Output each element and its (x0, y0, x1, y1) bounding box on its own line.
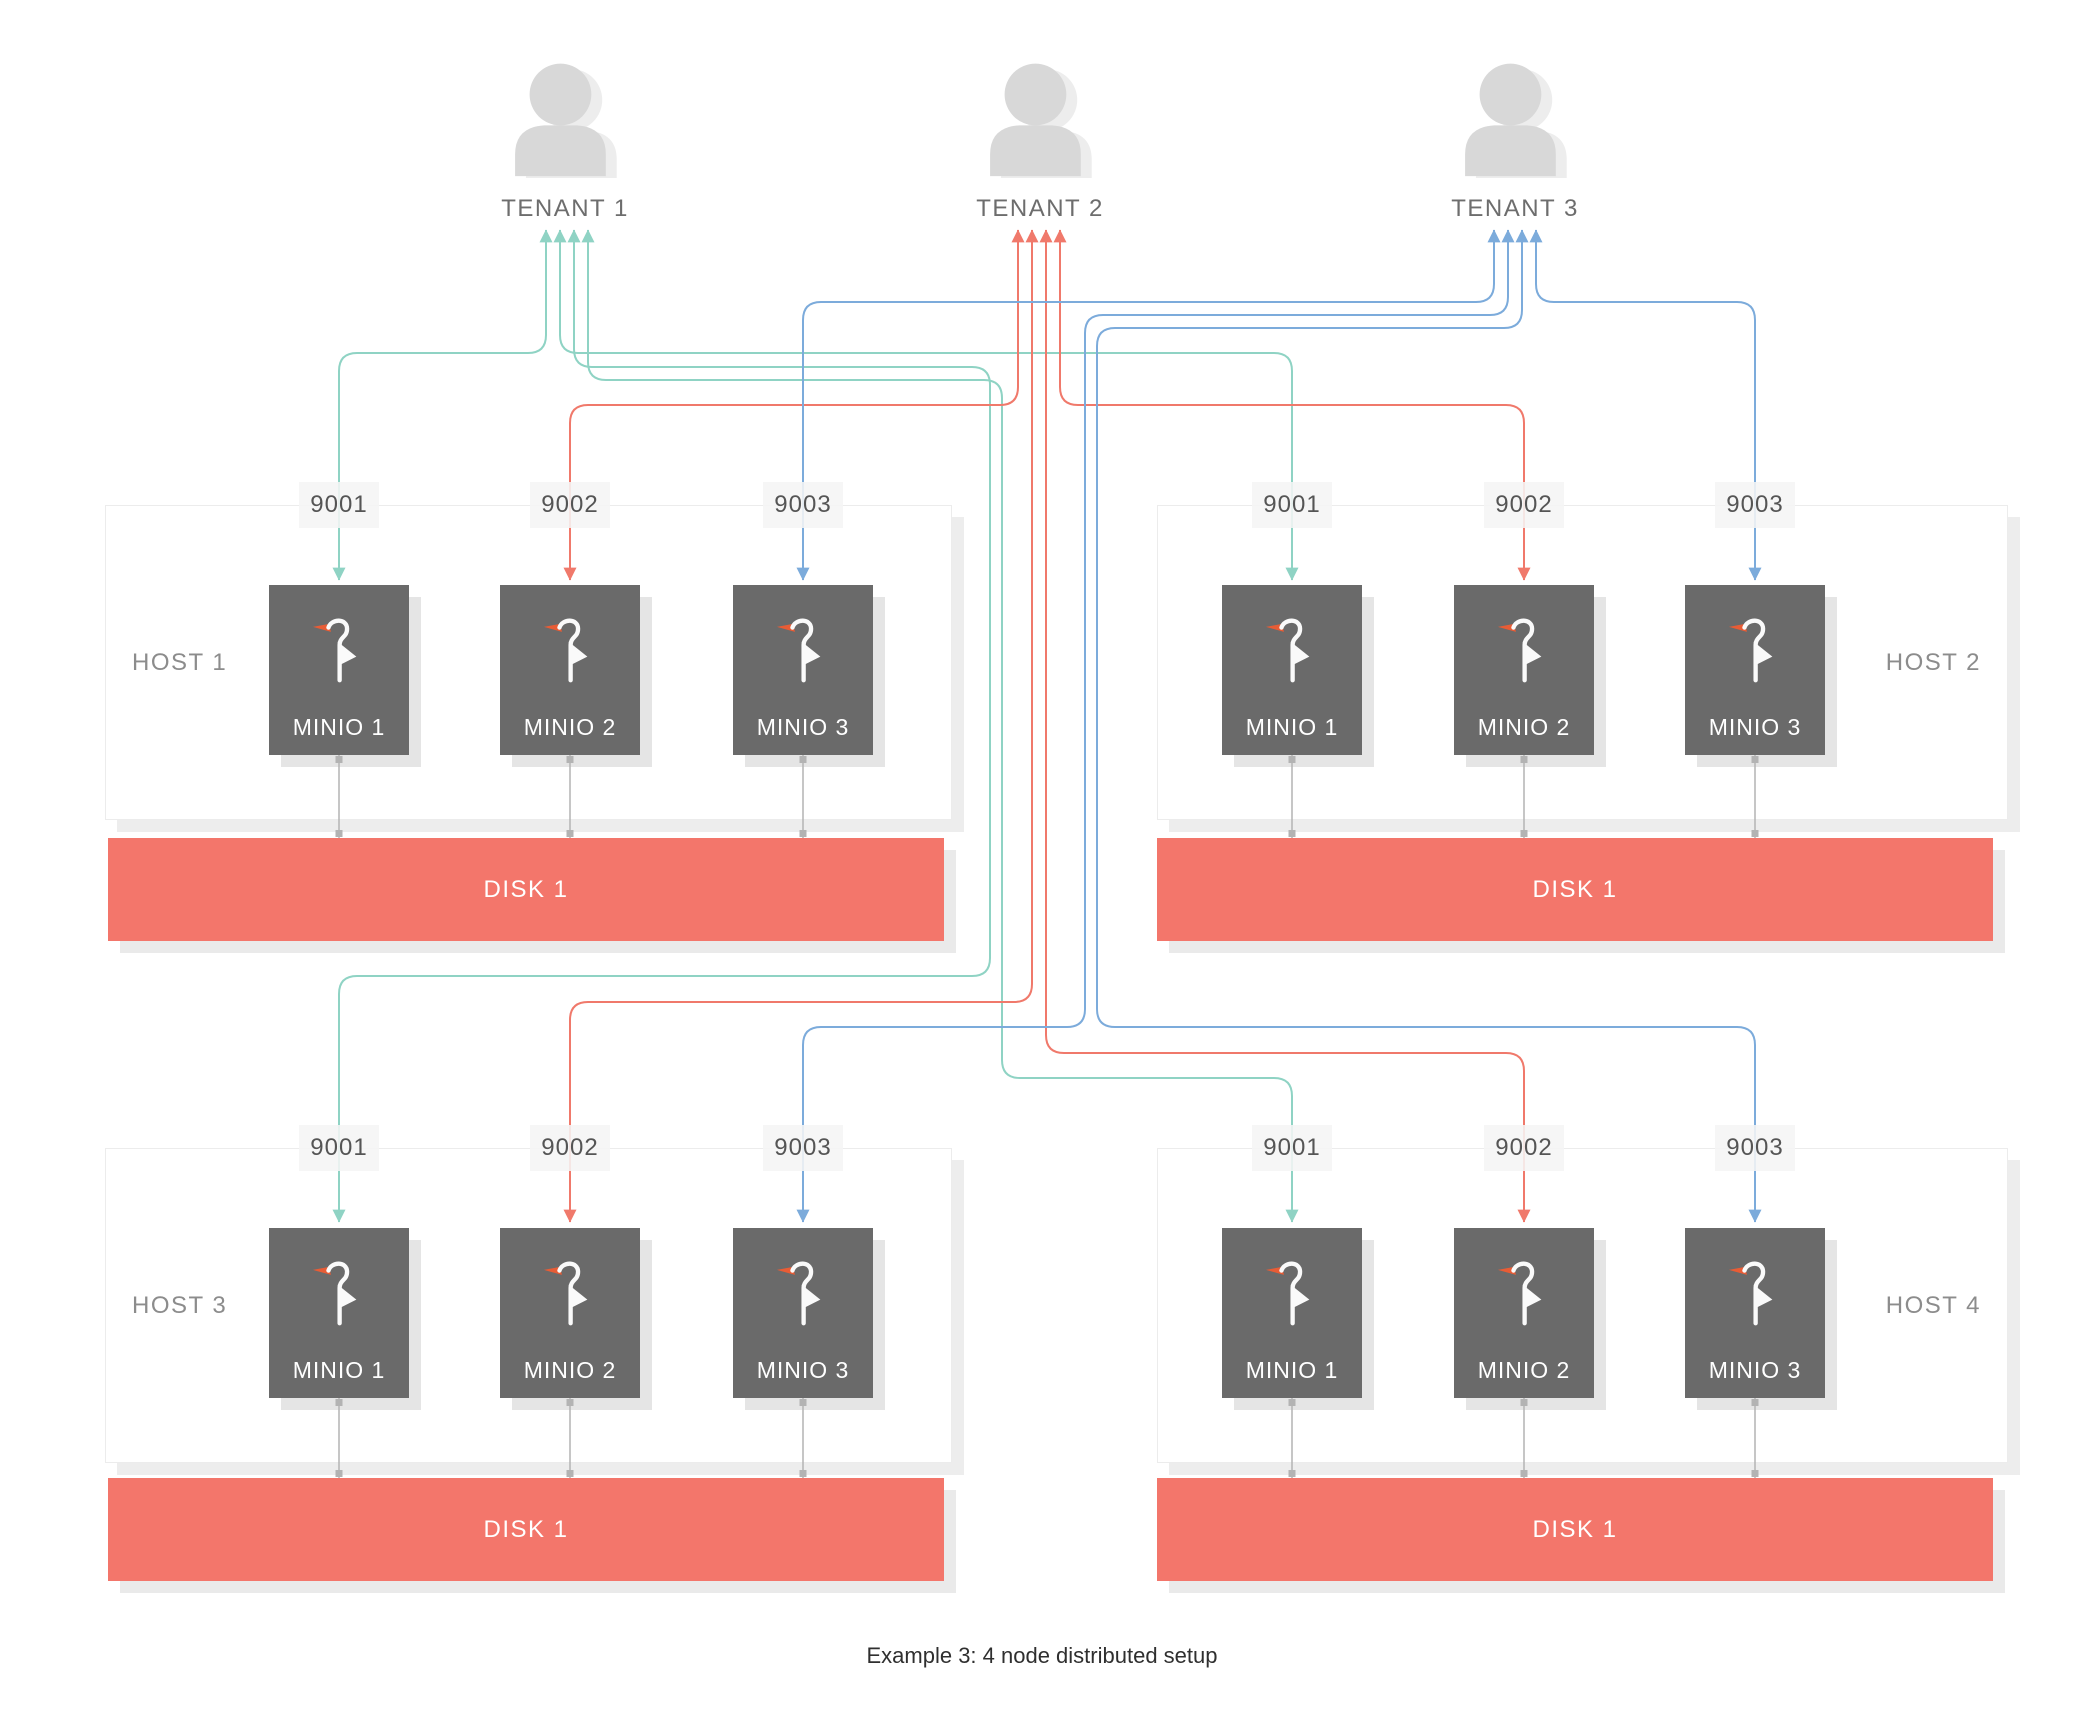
host-1-port-9001: 9001 (299, 482, 379, 528)
host-2-minio-1: MINIO 1 (1222, 585, 1362, 755)
host-1-minio-3: MINIO 3 (733, 585, 873, 755)
host-4-port-9001: 9001 (1252, 1125, 1332, 1171)
minio-stork-icon (1261, 605, 1323, 691)
minio-node-label: MINIO 1 (1245, 714, 1339, 740)
host-2-port-9001: 9001 (1252, 482, 1332, 528)
minio-node-label: MINIO 1 (1245, 1357, 1339, 1383)
host-2-minio-3: MINIO 3 (1685, 585, 1825, 755)
host-3-minio-1: MINIO 1 (269, 1228, 409, 1398)
minio-node-label: MINIO 2 (523, 1357, 617, 1383)
disk-label: DISK 1 (483, 875, 569, 903)
host-2-minio-2: MINIO 2 (1454, 585, 1594, 755)
minio-node-label: MINIO 3 (756, 1357, 850, 1383)
minio-stork-icon (539, 605, 601, 691)
host-1-port-9002: 9002 (530, 482, 610, 528)
host-2-label: HOST 2 (1885, 648, 1981, 676)
host-2-disk: DISK 1 (1157, 838, 1993, 941)
host-3-label: HOST 3 (132, 1291, 228, 1319)
minio-stork-icon (772, 1248, 834, 1334)
host-1-minio-1: MINIO 1 (269, 585, 409, 755)
host-3-port-9003: 9003 (763, 1125, 843, 1171)
host-4-minio-3: MINIO 3 (1685, 1228, 1825, 1398)
disk-label: DISK 1 (1532, 1515, 1618, 1543)
minio-stork-icon (1261, 1248, 1323, 1334)
minio-stork-icon (772, 605, 834, 691)
host-2-port-9002: 9002 (1484, 482, 1564, 528)
minio-node-label: MINIO 2 (1477, 1357, 1571, 1383)
host-1-label: HOST 1 (132, 648, 228, 676)
host-2-port-9003: 9003 (1715, 482, 1795, 528)
host-3-port-9001: 9001 (299, 1125, 379, 1171)
host-3-minio-3: MINIO 3 (733, 1228, 873, 1398)
minio-stork-icon (1724, 1248, 1786, 1334)
minio-stork-icon (1493, 1248, 1555, 1334)
minio-node-label: MINIO 2 (1477, 714, 1571, 740)
host-1-port-9003: 9003 (763, 482, 843, 528)
minio-node-label: MINIO 2 (523, 714, 617, 740)
host-4-minio-2: MINIO 2 (1454, 1228, 1594, 1398)
host-1-minio-2: MINIO 2 (500, 585, 640, 755)
minio-stork-icon (308, 605, 370, 691)
minio-stork-icon (1724, 605, 1786, 691)
person-icon (506, 60, 624, 178)
minio-node-label: MINIO 3 (1708, 1357, 1802, 1383)
minio-node-label: MINIO 3 (1708, 714, 1802, 740)
host-3-disk: DISK 1 (108, 1478, 944, 1581)
minio-node-label: MINIO 1 (292, 1357, 386, 1383)
minio-stork-icon (1493, 605, 1555, 691)
host-3-port-9002: 9002 (530, 1125, 610, 1171)
minio-node-label: MINIO 3 (756, 714, 850, 740)
host-3-minio-2: MINIO 2 (500, 1228, 640, 1398)
host-4-port-9002: 9002 (1484, 1125, 1564, 1171)
person-icon (1456, 60, 1574, 178)
host-1-disk: DISK 1 (108, 838, 944, 941)
host-4-label: HOST 4 (1885, 1291, 1981, 1319)
tenant-3-label: TENANT 3 (1451, 195, 1579, 222)
host-4-minio-1: MINIO 1 (1222, 1228, 1362, 1398)
tenant-1: TENANT 1 (485, 60, 645, 223)
tenant-2: TENANT 2 (960, 60, 1120, 223)
tenant-3: TENANT 3 (1435, 60, 1595, 223)
minio-stork-icon (539, 1248, 601, 1334)
tenant-1-label: TENANT 1 (501, 195, 629, 222)
person-icon (981, 60, 1099, 178)
disk-label: DISK 1 (483, 1515, 569, 1543)
minio-node-label: MINIO 1 (292, 714, 386, 740)
host-4-disk: DISK 1 (1157, 1478, 1993, 1581)
tenant-2-label: TENANT 2 (976, 195, 1104, 222)
host-4-port-9003: 9003 (1715, 1125, 1795, 1171)
diagram-caption: Example 3: 4 node distributed setup (866, 1643, 1218, 1668)
disk-label: DISK 1 (1532, 875, 1618, 903)
minio-stork-icon (308, 1248, 370, 1334)
